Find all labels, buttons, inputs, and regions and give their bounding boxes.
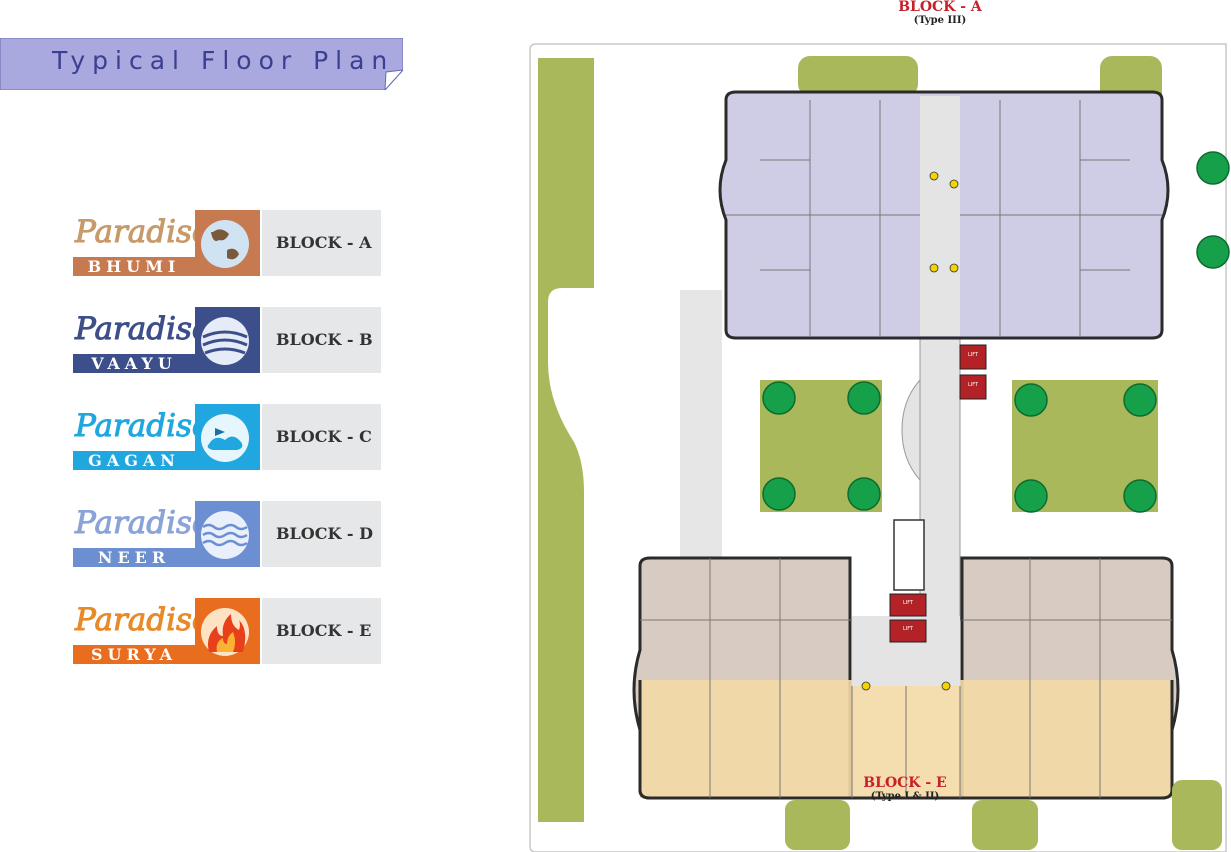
brand-script: Paradise xyxy=(74,505,211,542)
page-title: Typical Floor Plan xyxy=(52,46,395,75)
block-a-title: BLOCK - A xyxy=(898,0,982,15)
brand-script: Paradise xyxy=(74,602,211,639)
legend-row-block-e[interactable]: Paradise SURYA BLOCK - E xyxy=(73,598,383,664)
globe-icon xyxy=(195,210,260,276)
lift-label: LIFT xyxy=(967,352,979,358)
brand-name: NEER xyxy=(73,548,195,567)
logo-bhumi: Paradise BHUMI xyxy=(73,210,260,276)
legend-row-block-b[interactable]: Paradise VAAYU BLOCK - B xyxy=(73,307,383,373)
block-label: BLOCK - E xyxy=(262,598,381,664)
brand-name: BHUMI xyxy=(73,257,195,276)
brand-name: GAGAN xyxy=(73,451,195,470)
block-label: BLOCK - A xyxy=(262,210,381,276)
block-label: BLOCK - C xyxy=(262,404,381,470)
legend-row-block-d[interactable]: Paradise NEER BLOCK - D xyxy=(73,501,383,567)
block-label: BLOCK - B xyxy=(262,307,381,373)
brand-script: Paradise xyxy=(74,214,211,251)
site-plan-drawing xyxy=(529,43,1230,852)
fire-icon xyxy=(195,598,260,664)
brand-name: SURYA xyxy=(73,645,195,664)
lift-label: LIFT xyxy=(902,600,914,606)
logo-surya: Paradise SURYA xyxy=(73,598,260,664)
lift-label: LIFT xyxy=(967,382,979,388)
logo-neer: Paradise NEER xyxy=(73,501,260,567)
wind-icon xyxy=(195,307,260,373)
lift-label: LIFT xyxy=(902,626,914,632)
site-plan: LIFT LIFT LIFT LIFT BLOCK - A (Type III)… xyxy=(520,0,1231,852)
sky-icon xyxy=(195,404,260,470)
legend-row-block-c[interactable]: Paradise GAGAN BLOCK - C xyxy=(73,404,383,470)
banner-shape xyxy=(0,38,403,90)
block-label: BLOCK - D xyxy=(262,501,381,567)
brand-script: Paradise xyxy=(74,311,211,348)
header-banner: Typical Floor Plan xyxy=(0,38,403,90)
block-a-subtitle: (Type III) xyxy=(913,15,967,26)
legend-row-block-a[interactable]: Paradise BHUMI BLOCK - A xyxy=(73,210,383,276)
block-e-label: BLOCK - E (Type I & II) xyxy=(845,776,965,803)
logo-vaayu: Paradise VAAYU xyxy=(73,307,260,373)
water-icon xyxy=(195,501,260,567)
lawn-left xyxy=(538,58,594,822)
logo-gagan: Paradise GAGAN xyxy=(73,404,260,470)
block-a-label: BLOCK - A (Type III) xyxy=(880,0,1000,27)
brand-script: Paradise xyxy=(74,408,211,445)
block-e-title: BLOCK - E xyxy=(863,775,947,791)
brand-name: VAAYU xyxy=(73,354,195,373)
block-e-subtitle: (Type I & II) xyxy=(870,791,940,802)
